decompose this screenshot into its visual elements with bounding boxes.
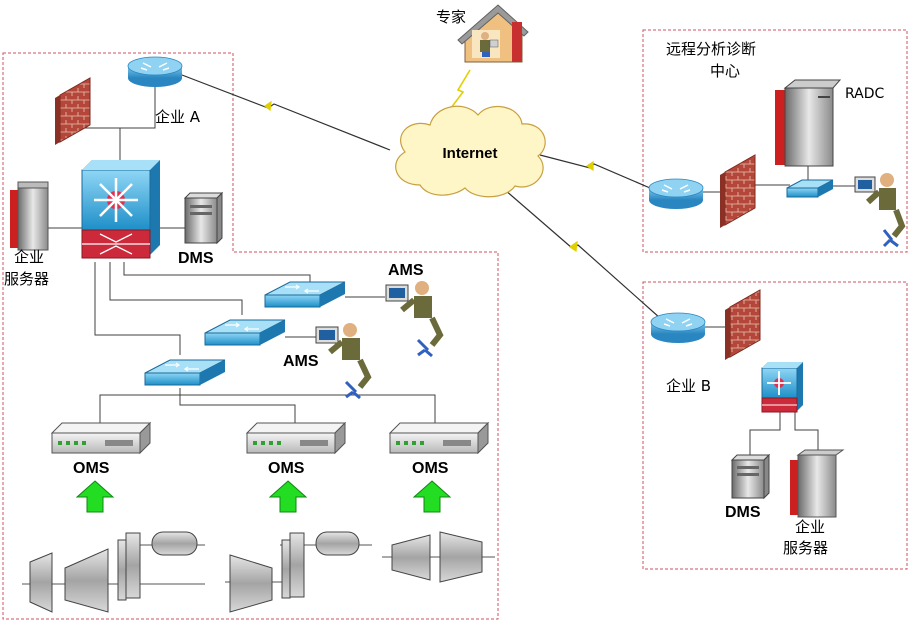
expert-label: 专家 <box>436 8 466 26</box>
dms-b-icon <box>730 453 771 500</box>
oms-unit-1 <box>50 421 152 455</box>
dms-a-icon <box>183 191 224 245</box>
firewall-remote-icon <box>720 154 756 228</box>
server-a-label-line1: 企业 <box>14 248 44 266</box>
enterprise-a-zone <box>2 52 499 620</box>
firewall-a-icon <box>55 77 91 145</box>
dms-b-label: DMS <box>725 504 761 521</box>
expert-house: 专家 <box>436 4 529 63</box>
remote-center-title-line2: 中心 <box>710 62 740 80</box>
access-switch-2 <box>204 319 286 346</box>
turbine-unit-1 <box>22 531 205 613</box>
oms-1-label: OMS <box>73 460 110 477</box>
core-switch-b <box>761 362 803 413</box>
access-switch-1 <box>264 281 346 308</box>
dms-a-label: DMS <box>178 250 214 267</box>
server-a-label-line2: 服务器 <box>4 270 49 288</box>
switch-remote <box>786 179 834 198</box>
server-b-label-line2: 服务器 <box>783 539 828 557</box>
turbine-unit-2 <box>225 531 372 613</box>
ams-workstation-2 <box>315 323 372 400</box>
enterprise-a-label: 企业 A <box>155 108 201 126</box>
firewall-b-icon <box>725 289 761 360</box>
server-a-icon <box>10 181 49 251</box>
radc-label: RADC <box>845 86 885 102</box>
internet-cloud: Internet <box>395 105 546 198</box>
oms-3-label: OMS <box>412 460 449 477</box>
router-b <box>650 312 706 343</box>
wan-links <box>181 69 661 319</box>
up-arrow-icon <box>75 480 115 513</box>
router-a <box>127 56 183 87</box>
enterprise-b-zone <box>642 281 908 570</box>
oms-unit-3 <box>388 421 490 455</box>
server-b-icon <box>790 449 845 518</box>
up-arrow-icon <box>412 480 452 513</box>
core-switch-a <box>81 160 160 259</box>
connection-lines <box>48 82 855 455</box>
remote-analyst-workstation <box>854 173 906 248</box>
access-switch-3 <box>144 359 226 386</box>
up-arrow-icon <box>268 480 308 513</box>
server-b-label-line1: 企业 <box>795 518 825 536</box>
radc-server-icon <box>775 79 842 167</box>
router-remote <box>648 178 704 209</box>
enterprise-b-label: 企业 B <box>666 377 711 395</box>
ams-workstation-1 <box>385 281 444 358</box>
ams-1-label: AMS <box>388 262 424 279</box>
oms-2-label: OMS <box>268 460 305 477</box>
ams-2-label: AMS <box>283 353 319 370</box>
remote-center-title-line1: 远程分析诊断 <box>666 40 756 58</box>
remote-center-zone <box>642 29 908 253</box>
turbine-unit-3 <box>382 531 495 583</box>
oms-unit-2 <box>245 421 347 455</box>
internet-label: Internet <box>442 145 497 162</box>
